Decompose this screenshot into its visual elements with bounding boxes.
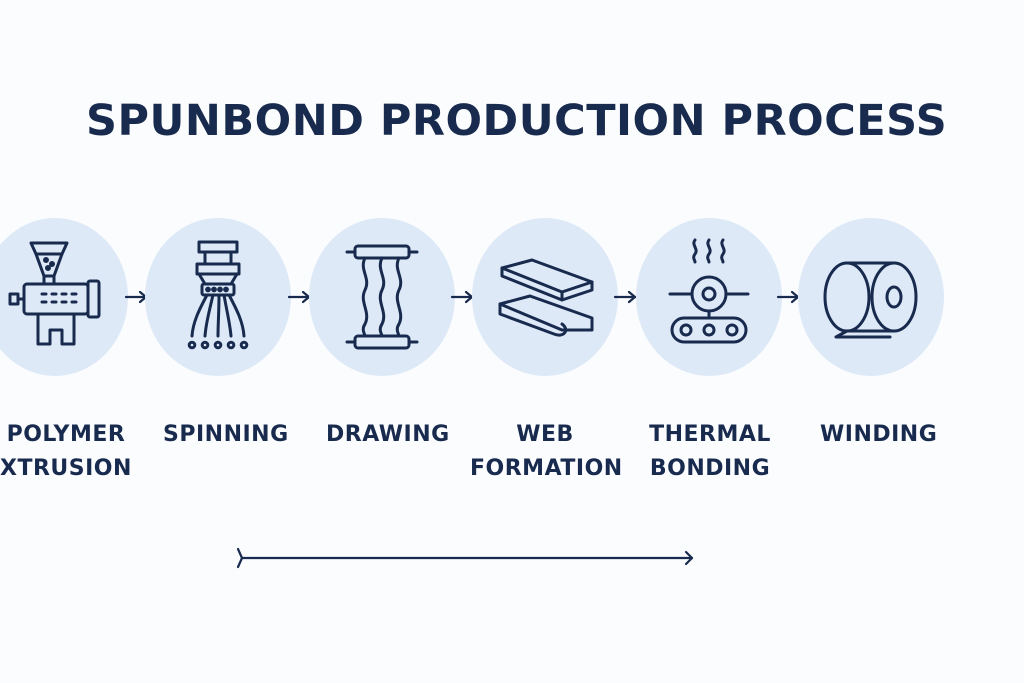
step-label-thermal-bonding: THERMAL BONDING (648, 418, 772, 486)
spinneret-icon (187, 240, 249, 350)
web-layers-icon (498, 258, 594, 337)
step-label-line: WINDING (820, 422, 938, 447)
step-label-line: FORMATION (470, 456, 623, 481)
step-circle-web-formation (472, 218, 618, 376)
step-label-line: DRAWING (326, 422, 450, 447)
step-label-line: THERMAL (649, 422, 771, 447)
step-label-line: BONDING (649, 456, 771, 481)
step-label-polymer-extrusion: POLYMER XTRUSION (0, 418, 132, 486)
process-direction-arrow (236, 547, 694, 569)
step-circle-winding (798, 218, 944, 376)
drawing-rollers-icon (345, 244, 419, 350)
step-label-line: POLYMER (6, 422, 126, 447)
step-circle-thermal-bonding (636, 218, 782, 376)
step-label-drawing: DRAWING (326, 418, 450, 452)
fabric-roll-icon (823, 261, 918, 339)
step-label-line: XTRUSION (0, 456, 132, 481)
diagram-title: SPUNBOND PRODUCTION PROCESS (86, 96, 948, 146)
step-label-winding: WINDING (820, 418, 937, 452)
step-label-line: SPINNING (163, 422, 289, 447)
step-label-web-formation: WEB FORMATION (470, 418, 623, 486)
step-circle-drawing (309, 218, 455, 376)
step-label-spinning: SPINNING (163, 418, 289, 452)
flow-arrow (613, 290, 637, 304)
step-circle-polymer-extrusion (0, 218, 128, 376)
step-circle-spinning (145, 218, 291, 376)
step-label-line: WEB (516, 422, 574, 447)
extruder-icon (8, 241, 101, 346)
heated-calender-icon (668, 238, 750, 344)
